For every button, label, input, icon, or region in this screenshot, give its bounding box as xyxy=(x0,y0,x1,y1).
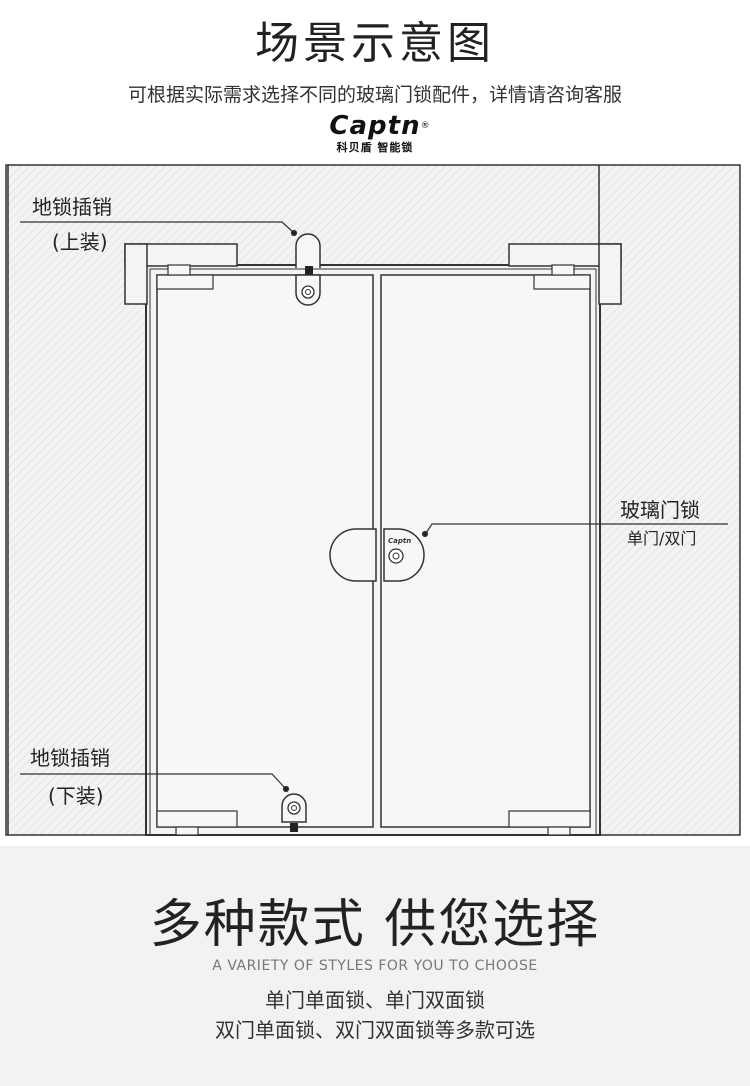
bottom-pin-note: (下装) xyxy=(48,784,104,808)
door-scene-diagram: Captn xyxy=(5,164,741,836)
right-glass-panel xyxy=(380,274,591,828)
lock-logo: Captn xyxy=(388,537,411,545)
glass-lock-label: 玻璃门锁 xyxy=(620,498,700,522)
top-left-bracket-side xyxy=(124,243,148,305)
right-bottom-pivot xyxy=(547,826,571,836)
glass-lock-note: 单门/双门 xyxy=(627,529,697,548)
top-right-bracket-side xyxy=(598,243,622,305)
styles-description-line2: 双门单面锁、双门双面锁等多款可选 xyxy=(215,1018,535,1042)
brand-logo: Captn® xyxy=(329,111,431,141)
left-top-pivot xyxy=(167,264,191,276)
door-frame-inner xyxy=(149,268,597,836)
bottom-pin-lock xyxy=(281,793,307,832)
leader-lines xyxy=(20,221,728,793)
top-pin-lock xyxy=(295,233,321,306)
brand-block: Captn® 科贝盾 智能锁 xyxy=(0,112,750,156)
bottom-pin-label: 地锁插销 xyxy=(30,746,110,770)
right-top-clamp xyxy=(533,274,591,290)
styles-title: 多种款式 供您选择 xyxy=(149,895,601,955)
styles-description-line1: 单门单面锁、单门双面锁 xyxy=(265,988,485,1012)
left-top-clamp xyxy=(156,274,214,290)
styles-english-subtitle: A VARIETY OF STYLES FOR YOU TO CHOOSE xyxy=(212,958,538,974)
styles-section xyxy=(0,846,750,1086)
brand-subtitle: 科贝盾 智能锁 xyxy=(336,141,414,154)
left-bottom-pivot xyxy=(175,826,199,836)
right-bottom-clamp xyxy=(508,810,591,828)
registered-mark: ® xyxy=(420,121,431,131)
page-title: 场景示意图 xyxy=(255,18,495,69)
glass-door-lock: Captn xyxy=(329,528,425,582)
top-pin-label: 地锁插销 xyxy=(32,195,112,219)
top-pin-note: (上装) xyxy=(52,230,108,254)
right-top-pivot xyxy=(551,264,575,276)
left-bottom-clamp xyxy=(156,810,238,828)
page-subtitle: 可根据实际需求选择不同的玻璃门锁配件，详情请咨询客服 xyxy=(127,84,622,106)
